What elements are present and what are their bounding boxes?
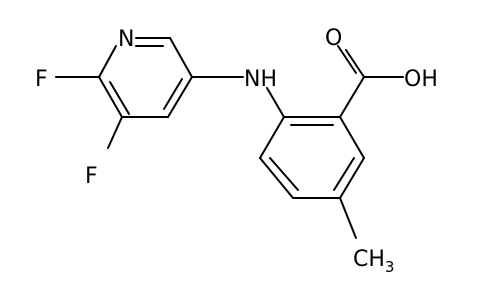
atom-label-ch3-subscript: 3 [385,258,395,276]
atom-label-oh: OH [404,67,438,92]
bond-b2-b3 [339,116,365,159]
bond-c4-c5 [167,76,193,118]
bond-c2-c3 [98,76,123,118]
bond-c-o-double-b [337,45,357,74]
atom-label-o-carbonyl: O [325,26,342,51]
atom-label-f-upper: F [35,67,48,92]
bond-b5-b6 [259,157,294,199]
bond-b2-ccooh [339,76,365,118]
bond-c5-c6 [169,37,193,78]
atom-label-f-lower: F [85,164,98,189]
benzene-ring [259,116,365,199]
bond-c4-c5-inner [163,78,183,110]
bond-c2-c3-inner [109,81,130,115]
atom-label-nh: NH [244,67,277,92]
pyridine-ring [98,37,193,118]
bond-b3-b4-inner [333,157,355,191]
bond-b4-ch3 [339,197,357,239]
bond-c-o-double-a [345,49,365,78]
bond-c3-f [107,116,123,149]
atom-label-ch3: CH3 [353,247,394,276]
bond-n-c2 [98,45,117,78]
atom-label-ch3-main: CH [353,247,385,272]
bond-nh-c1 [266,87,285,118]
bond-b5-b6-inner [269,157,299,191]
bond-b3-b4 [339,157,365,199]
bond-b6-b1 [259,116,285,159]
atom-label-n-pyridine: N [118,27,134,52]
